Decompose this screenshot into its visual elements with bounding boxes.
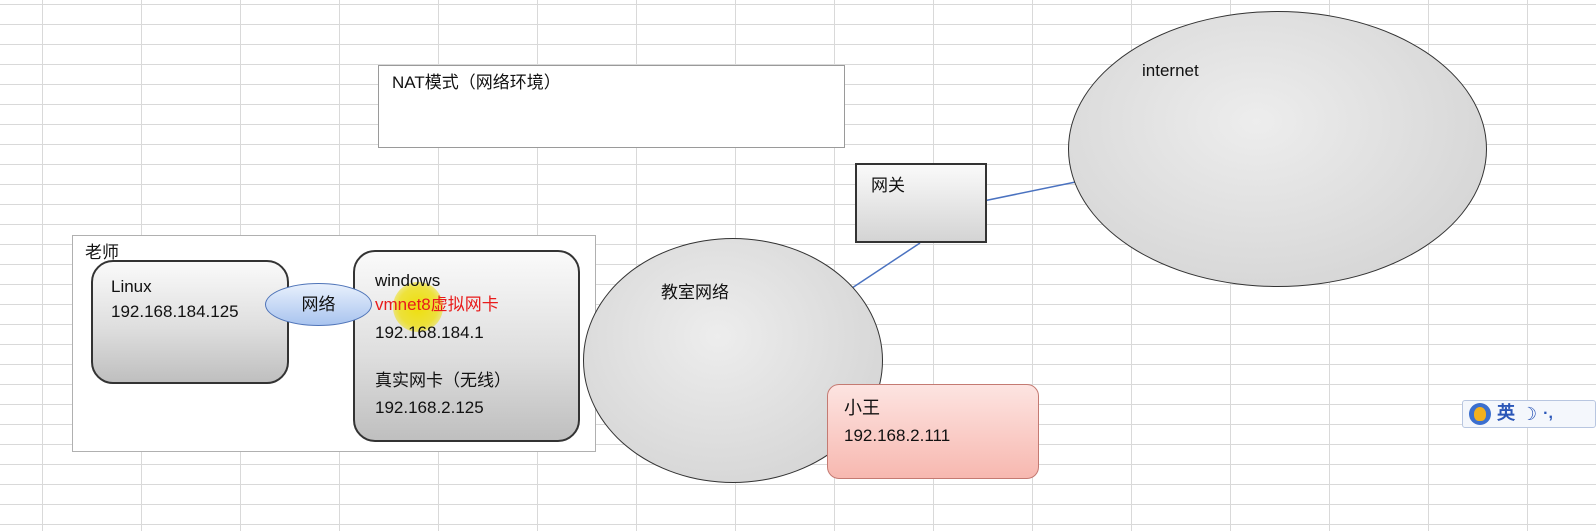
xiaowang-ip: 192.168.2.111: [844, 426, 951, 445]
real-nic-ip: 192.168.2.125: [375, 398, 484, 417]
vmnet-label: vmnet8虚拟网卡: [375, 295, 499, 314]
classroom-label: 教室网络: [661, 283, 729, 302]
ime-language[interactable]: 英: [1497, 403, 1515, 424]
windows-name: windows: [375, 271, 441, 290]
internet-cloud: internet: [1068, 11, 1487, 287]
ime-toolbar[interactable]: 英 ☽ ·,: [1462, 400, 1596, 428]
xiaowang-box: 小王 192.168.2.111: [827, 384, 1039, 479]
internet-label: internet: [1142, 61, 1199, 80]
linux-box: Linux 192.168.184.125: [91, 260, 289, 384]
gateway-box: 网关: [855, 163, 987, 243]
ime-moon-icon[interactable]: ☽: [1521, 403, 1538, 424]
vmnet-ip: 192.168.184.1: [375, 323, 484, 342]
teacher-label: 老师: [85, 243, 119, 262]
xiaowang-name: 小王: [844, 398, 880, 418]
classroom-gateway-line: [845, 242, 921, 293]
real-nic-label: 真实网卡（无线）: [375, 371, 511, 390]
ime-punct-icon[interactable]: ·,: [1543, 405, 1553, 422]
title-text: NAT模式（网络环境）: [392, 73, 561, 92]
cursor-highlight: [393, 282, 443, 332]
gateway-label: 网关: [871, 176, 905, 195]
linux-name: Linux: [111, 277, 152, 296]
network-bubble-label: 网络: [301, 295, 336, 314]
title-box: NAT模式（网络环境）: [378, 65, 845, 148]
linux-ip: 192.168.184.125: [111, 302, 239, 321]
network-bubble: 网络: [265, 283, 372, 326]
windows-box: windows vmnet8虚拟网卡 192.168.184.1 真实网卡（无线…: [353, 250, 580, 442]
ime-logo-icon[interactable]: [1469, 403, 1491, 425]
